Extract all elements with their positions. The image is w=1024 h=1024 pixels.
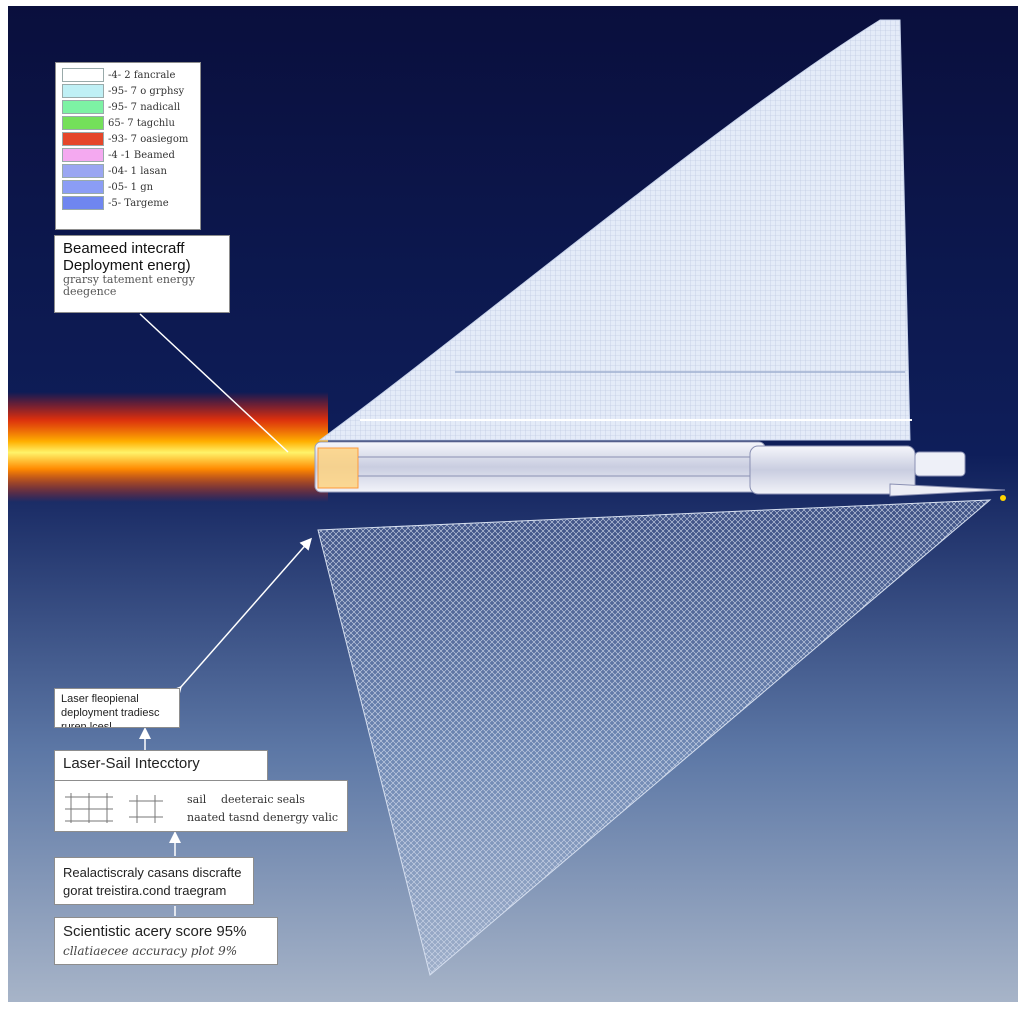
legend-swatch	[62, 116, 104, 130]
label-laser-line3: ruren lcesl	[61, 721, 112, 728]
legend-label: -4 -1 Beamed	[108, 149, 175, 161]
legend-row: -04- 1 lasan	[62, 163, 194, 179]
legend: -4- 2 fancrale -95- 7 o grphsy -95- 7 nadi…	[55, 62, 201, 230]
callout-title: Beameed intecraff	[63, 240, 185, 257]
upper-sail	[318, 19, 911, 441]
realistic-line1: Realactiscraly casans discrafte	[63, 865, 242, 880]
legend-swatch	[62, 180, 104, 194]
label-accuracy-score: Scientistic acery score 95% cllatiaecee …	[54, 917, 278, 965]
legend-row: -95- 7 o grphsy	[62, 83, 194, 99]
legend-swatch	[62, 100, 104, 114]
legend-swatch	[62, 132, 104, 146]
legend-label: -95- 7 o grphsy	[108, 85, 185, 97]
hull-band	[317, 447, 359, 489]
realistic-line2: gorat treistira.cond traegram	[63, 883, 227, 898]
legend-row: -4 -1 Beamed	[62, 147, 194, 163]
nose-light	[1000, 495, 1006, 501]
callout-note-2: deegence	[63, 285, 117, 298]
legend-row: -5- Targeme	[62, 195, 194, 211]
callout-subtitle: Deployment energ)	[63, 257, 191, 274]
mini-schematic-icon	[65, 793, 163, 823]
callout-note: grarsy tatement energy	[63, 273, 195, 286]
legend-label: 65- 7 tagchlu	[108, 117, 175, 129]
sail-seals-text: deeteraic seals	[221, 793, 305, 806]
nose-probe	[889, 483, 1006, 497]
score-line1: Scientistic acery score 95%	[63, 923, 247, 940]
legend-label: -95- 7 nadicall	[108, 101, 181, 113]
legend-swatch	[62, 164, 104, 178]
legend-label: -4- 2 fancrale	[108, 69, 176, 81]
hull-tube	[314, 441, 766, 493]
legend-swatch	[62, 148, 104, 162]
legend-label: -5- Targeme	[108, 197, 169, 209]
leader-line-sail	[169, 537, 312, 699]
laser-beam	[8, 392, 328, 502]
legend-row: -4- 2 fancrale	[62, 67, 194, 83]
callout-deployment-energy: Beameed intecraff Deployment energ) grar…	[54, 235, 230, 313]
engine-cap	[914, 451, 966, 477]
legend-swatch	[62, 68, 104, 82]
sail-text: sail	[187, 793, 207, 806]
legend-label: -05- 1 gn	[108, 181, 154, 193]
score-line2: cllatiaecee accuracy plot 9%	[63, 944, 238, 958]
legend-row: -95- 7 nadicall	[62, 99, 194, 115]
label-realistic-diagram: Realactiscraly casans discrafte gorat tr…	[54, 857, 254, 905]
label-laser-line2: deployment tradiesc	[61, 707, 160, 719]
lower-sail-mesh	[318, 500, 990, 975]
label-laser-deployment: Laser fleopienal deployment tradiesc rur…	[54, 688, 180, 728]
label-laser-line1: Laser fleopienal	[61, 693, 139, 705]
legend-row: -05- 1 gn	[62, 179, 194, 195]
legend-swatch	[62, 196, 104, 210]
label-laser-sail-trajectory: Laser-Sail Intecctory	[54, 750, 268, 782]
legend-label: -04- 1 lasan	[108, 165, 167, 177]
legend-row: 65- 7 tagchlu	[62, 115, 194, 131]
legend-label: -93- 7 oasiegom	[108, 133, 189, 145]
label-sail-detail: sail deeteraic seals naated tasnd denerg…	[54, 780, 348, 832]
leader-line-top	[139, 313, 289, 453]
label-laser-sail-title: Laser-Sail Intecctory	[63, 755, 200, 772]
legend-row: -93- 7 oasiegom	[62, 131, 194, 147]
sail-energy-text: naated tasnd denergy valic	[187, 811, 339, 824]
legend-swatch	[62, 84, 104, 98]
